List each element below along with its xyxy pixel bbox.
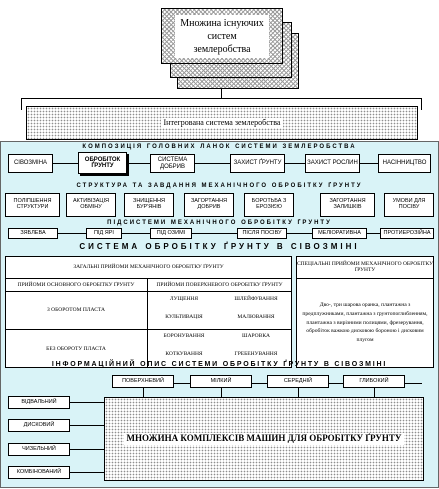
existing-systems-label: Множина існуючих систем землеробства [175, 14, 269, 58]
band-tillage-system: СИСТЕМА ОБРОБІТКУ ҐРУНТУ В СІВОЗМІНІ [79, 242, 360, 251]
method-4: МАЛЮВАННЯ [237, 313, 275, 320]
depth-4: ГЛИБОКИЙ [343, 375, 405, 388]
type-4: КОМБІНОВАНИЙ [8, 466, 70, 479]
col-surface-header: ПРИЙОМИ ПОВЕРХНЕВОГО ОБРОБІТКУ ҐРУНТУ [156, 281, 283, 288]
with-turn-label: З ОБОРОТОМ ПЛАСТА [47, 307, 105, 314]
row1-box-5: ЗАХИСТ РОСЛИН [305, 154, 360, 173]
type-connector-4 [70, 472, 104, 473]
connector-top-right [421, 98, 422, 110]
type-connector-2 [70, 425, 104, 426]
row2-box-3: ЗНИЩЕННЯ БУР'ЯНІВ [124, 193, 174, 217]
row3-box-2: ПІД ЯРІ [86, 228, 122, 239]
row3-box-3: ПІД ОЗИМІ [150, 228, 192, 239]
depth-to-machines-4 [374, 388, 375, 398]
col-basic-header: ПРИЙОМИ ОСНОВНОГО ОБРОБІТКУ ҐРУНТУ [17, 281, 135, 288]
band-structure: СТРУКТУРА ТА ЗАВДАННЯ МЕХАНІЧНОГО ОБРОБІ… [76, 183, 363, 189]
gen-h2 [5, 291, 292, 292]
band-info: ІНФОРМАЦІЙНИЙ ОПИС СИСТЕМИ ОБРОБІТКУ ҐРУ… [51, 361, 388, 368]
machines-box: МНОЖИНА КОМПЛЕКСІВ МАШИН ДЛЯ ОБРОБІТКУ Ґ… [104, 397, 424, 481]
gen-v1 [147, 279, 148, 368]
row1-box-2: ОБРОБІТОК ҐРУНТУ [78, 152, 127, 174]
depth-3: СЕРЕДНІЙ [267, 375, 329, 388]
row3-box-1: ЗЯБЛЕВА [8, 228, 58, 239]
connector-top-h [21, 98, 422, 99]
depth-2: МІЛКИЙ [190, 375, 252, 388]
row2-box-6: ЗАГОРТАННЯ ЗАЛИШКІВ [320, 193, 375, 217]
machines-label: МНОЖИНА КОМПЛЕКСІВ МАШИН ДЛЯ ОБРОБІТКУ Ґ… [123, 433, 405, 445]
connector-top-left [21, 98, 22, 110]
method-1: ЛУЩЕННЯ [169, 295, 199, 302]
method-6: ШАРОВКА [242, 332, 270, 339]
row2-box-5: БОРОТЬБА З ЕРОЗІЄЮ [244, 193, 294, 217]
row2-box-4: ЗАГОРТАННЯ ДОБРИВ [184, 193, 234, 217]
row1-box-1: СІВОЗМІНА [8, 154, 53, 173]
type-1: ВІДВАЛЬНИЙ [8, 396, 70, 409]
special-h1 [296, 278, 434, 279]
gen-h3 [5, 329, 292, 330]
method-3: КУЛЬТИВАЦІЯ [165, 313, 203, 320]
row3-box-4: ПІСЛЯ ПОСІВУ [237, 228, 287, 239]
method-5: БОРОНУВАННЯ [163, 332, 205, 339]
row2-box-1: ПОЛІПШЕННЯ СТРУКТУРИ [5, 193, 60, 217]
row3-box-5: МЕЛІОРАТИВНА [312, 228, 367, 239]
method-7: КОТКУВАННЯ [165, 350, 203, 357]
row2-box-7: УМОВИ ДЛЯ ПОСІВУ [384, 193, 434, 217]
row1-box-6: НАСІННИЦТВО [378, 154, 431, 173]
integrated-system-box: Інтегрована система землеробства [26, 106, 418, 140]
connector-top [221, 89, 222, 98]
row2-box-2: АКТИВІЗАЦІЯ ОБМІНУ [66, 193, 116, 217]
row1-box-4: ЗАХИСТ ҐРУНТУ [230, 154, 285, 173]
row3-box-6: ПРОТИЕРОЗІЙНА [380, 228, 434, 239]
existing-systems-box: Множина існуючих систем землеробства [161, 8, 283, 64]
depth-to-machines-2 [221, 388, 222, 398]
row3-axis [10, 233, 430, 234]
integrated-system-label: Інтегрована система землеробства [160, 117, 284, 129]
type-connector-1 [70, 402, 104, 403]
method-2: ШЛЕЙФУВАННЯ [234, 295, 278, 302]
depth-to-machines-3 [298, 388, 299, 398]
type-3: ЧИЗЕЛЬНИЙ [8, 443, 70, 456]
type-connector-3 [70, 449, 104, 450]
method-8: ГРЕБЕНУВАННЯ [234, 350, 278, 357]
special-methods-text: Дво-, три шарова оранка, плантажна з пре… [302, 302, 428, 343]
row1-box-3: СИСТЕМА ДОБРИВ [150, 154, 195, 173]
depth-1: ПОВЕРХНЕВИЙ [112, 375, 174, 388]
general-methods-title: ЗАГАЛЬНІ ПРИЙОМИ МЕХАНІЧНОГО ОБРОБІТКУ Ґ… [73, 263, 224, 270]
band-subsystems: ПІДСИСТЕМИ МЕХАНІЧНОГО ОБРОБІТКУ ҐРУНТУ [107, 220, 332, 226]
special-methods-box [296, 256, 434, 368]
row1-axis [10, 163, 430, 164]
special-methods-title: СПЕЦІАЛЬНІ ПРИЙОМИ МЕХАНІЧНОГО ОБРОБІТКУ… [297, 260, 433, 273]
general-methods-table [5, 256, 292, 368]
depth-to-machines-1 [143, 388, 144, 398]
type-2: ДИСКОВИЙ [8, 419, 70, 432]
gen-h1 [5, 278, 292, 279]
band-composition: КОМПОЗИЦІЯ ГОЛОВНИХ ЛАНОК СИСТЕМИ ЗЕМЛЕР… [82, 144, 357, 150]
without-turn-label: БЕЗ ОБОРОТУ ПЛАСТА [46, 345, 106, 352]
